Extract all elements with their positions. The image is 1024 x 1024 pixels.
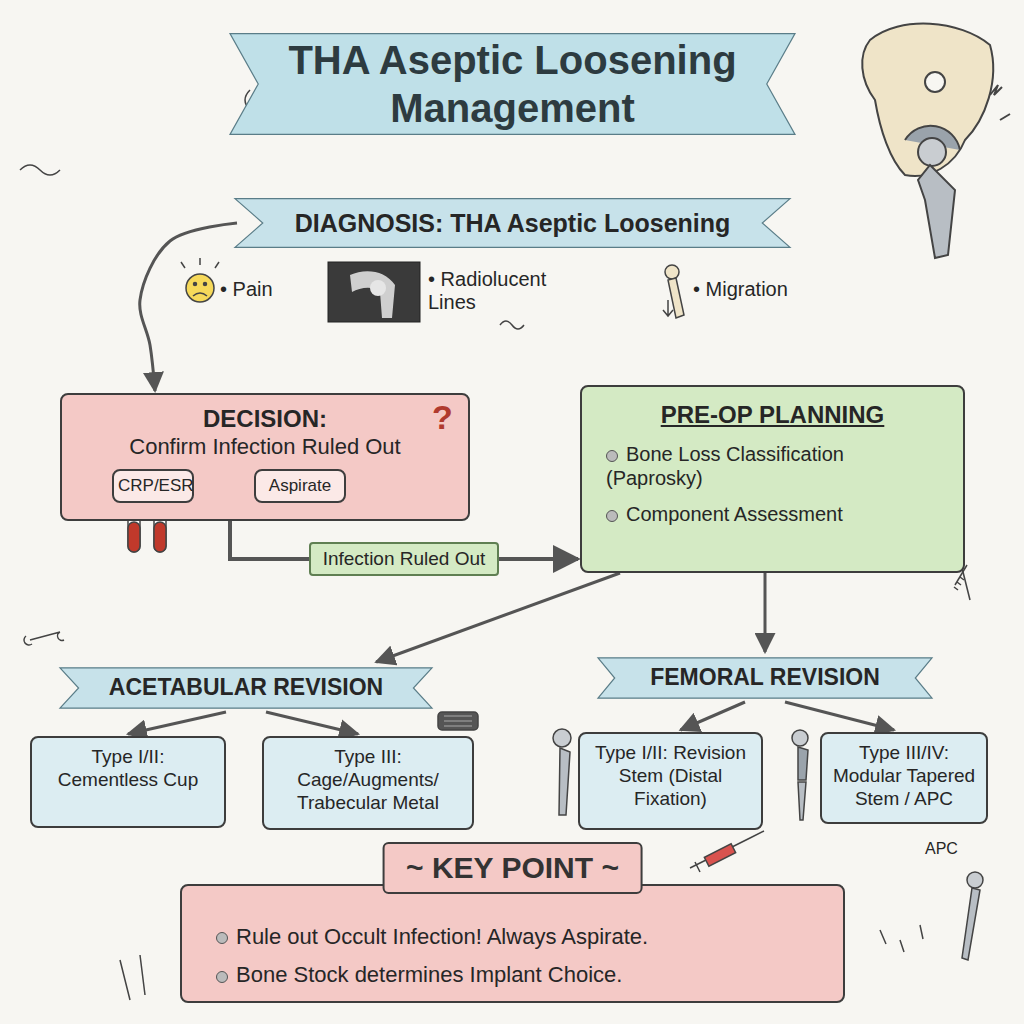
node-text: Component Assessment [602, 502, 876, 526]
annotation-label: APC [925, 840, 958, 858]
annotation-label: • Pain [220, 278, 273, 301]
diagnosis-banner: DIAGNOSIS: THA Aseptic Loosening [235, 194, 790, 252]
option-box: Type I/II: Revision Stem (Distal Fixatio… [578, 732, 763, 830]
annotation-label: • Migration [693, 278, 788, 301]
question-mark: ? [432, 398, 453, 437]
option-box: Type I/II: Cementless Cup [30, 736, 226, 828]
title-banner: THA Aseptic Loosening Management [230, 24, 795, 144]
xray-image [328, 262, 420, 322]
node-heading: CRP/ESR [118, 476, 188, 496]
node-heading: ACETABULAR REVISION [84, 674, 408, 702]
node-text: Confirm Infection Ruled Out [72, 434, 458, 460]
flow-arrow [785, 702, 894, 730]
edge-label: Infection Ruled Out [309, 542, 500, 576]
bullet-dot [606, 510, 618, 522]
annotation-label: • Radiolucent Lines [428, 268, 548, 314]
option-box: Type III: Cage/Augments/ Trabecular Meta… [262, 736, 474, 830]
revision-banner: FEMORAL REVISION [598, 654, 932, 702]
bullet-dot [216, 971, 228, 983]
hip-illustration [862, 24, 1010, 258]
migration-icon [663, 265, 684, 318]
flow-arrow [266, 712, 358, 734]
title-text: THA Aseptic Loosening Management [278, 36, 748, 132]
option-box: Type III/IV: Modular Tapered Stem / APC [820, 732, 988, 824]
flow-arrow [128, 712, 226, 734]
planning-box: PRE-OP PLANNING Bone Loss Classification … [580, 385, 965, 573]
test-box: Aspirate [254, 469, 346, 503]
sad-face [181, 258, 219, 302]
key-point-box: ~ KEY POINT ~Rule out Occult Infection! … [180, 884, 845, 1003]
node-heading: DIAGNOSIS: THA Aseptic Loosening [265, 208, 760, 238]
node-heading: Type I/II: Revision Stem (Distal Fixatio… [590, 742, 751, 810]
node-text: Bone Stock determines Implant Choice. [212, 962, 813, 988]
node-heading: PRE-OP PLANNING [602, 401, 943, 430]
bullet-dot [216, 932, 228, 944]
node-heading: Type III: Cage/Augments/ Trabecular Meta… [274, 746, 462, 814]
node-heading: ~ KEY POINT ~ [382, 842, 643, 894]
flow-arrow [376, 573, 620, 662]
node-heading: FEMORAL REVISION [622, 664, 908, 692]
node-text: Bone Loss Classification (Paprosky) [602, 442, 876, 490]
node-text: Rule out Occult Infection! Always Aspira… [212, 924, 813, 950]
node-heading: Type I/II: Cementless Cup [42, 746, 214, 792]
decision-box: DECISION:Confirm Infection Ruled OutCRP/… [60, 393, 470, 521]
flow-arrow [681, 702, 746, 730]
test-box: CRP/ESR [112, 469, 194, 503]
node-heading: Type III/IV: Modular Tapered Stem / APC [830, 742, 978, 810]
bullet-dot [606, 450, 618, 462]
node-heading: Aspirate [260, 476, 340, 496]
node-heading: DECISION: [72, 405, 458, 434]
doodles [20, 90, 970, 1000]
flow-arrow [140, 223, 237, 391]
revision-banner: ACETABULAR REVISION [60, 664, 432, 712]
flow-arrow [764, 573, 767, 652]
